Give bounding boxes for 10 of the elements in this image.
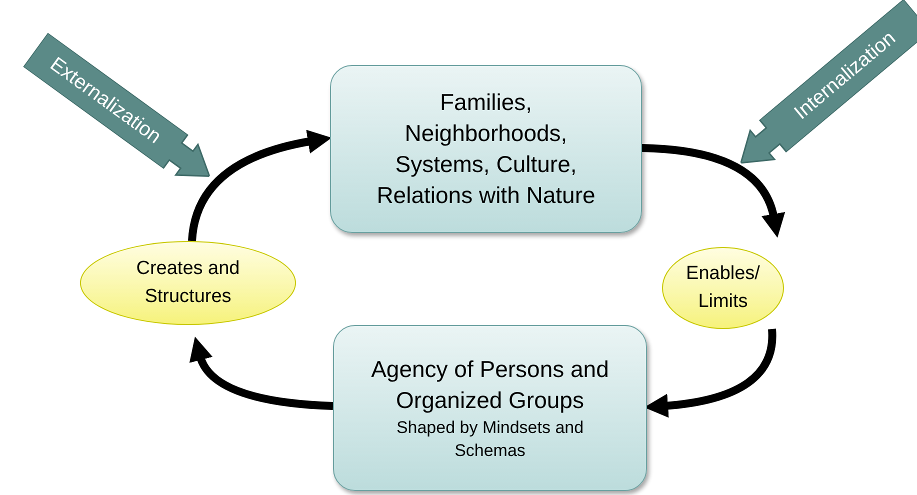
curved-arrow [642, 144, 785, 238]
rounded-box [333, 325, 647, 491]
node-label: Enables/ Limits [685, 262, 761, 314]
box-title: Families, Neighborhoods, Systems, Culture, Relations with Nature [376, 88, 596, 210]
curved-arrow [188, 130, 332, 242]
node-label: Creates and Structures [135, 257, 241, 309]
box-title: Agency of Persons and Organized Groups [370, 355, 610, 415]
curved-arrow [190, 337, 334, 410]
rounded-box [330, 65, 642, 233]
box-subtitle: Shaped by Mindsets and Schemas [395, 417, 585, 462]
